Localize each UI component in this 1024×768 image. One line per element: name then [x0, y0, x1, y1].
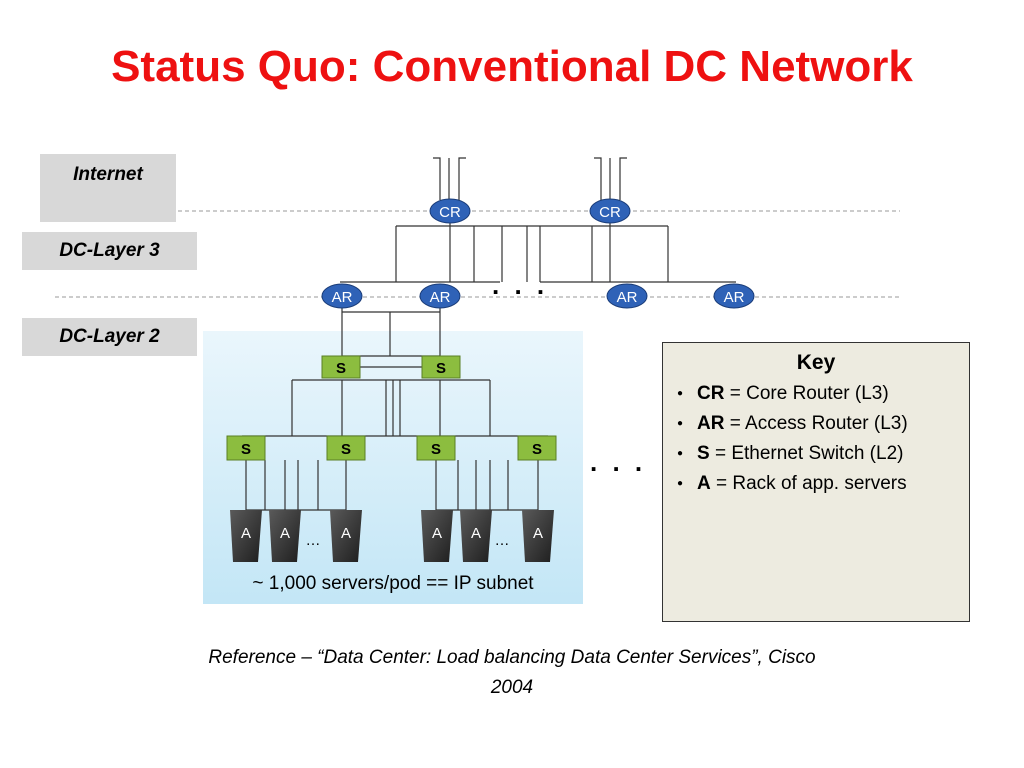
key-desc: = Core Router (L3)	[724, 383, 889, 405]
access-router-3: AR	[606, 283, 648, 309]
tor-switch-1: S	[226, 435, 266, 461]
key-item: ● AR = Access Router (L3)	[677, 409, 969, 439]
rack-ellipsis: …	[306, 532, 321, 549]
core-access-links	[340, 220, 736, 283]
agg-switch-1: S	[321, 355, 361, 379]
key-abbr: CR	[697, 383, 725, 405]
layer-label-internet: Internet	[40, 154, 176, 222]
core-router-2: CR	[589, 198, 631, 224]
access-router-2: AR	[419, 283, 461, 309]
rack-ellipsis: …	[495, 532, 510, 549]
server-rack: A	[460, 510, 492, 562]
switch-label: S	[431, 441, 441, 458]
bullet-icon: ●	[677, 418, 684, 430]
switch-label: S	[336, 360, 346, 377]
svg-text:A: A	[341, 525, 351, 542]
access-router-label: AR	[724, 289, 745, 306]
server-rack: A	[330, 510, 362, 562]
svg-text:A: A	[241, 525, 251, 542]
layer-label-dc-layer-2: DC-Layer 2	[22, 318, 197, 356]
page-title: Status Quo: Conventional DC Network	[111, 42, 913, 91]
key-abbr: AR	[697, 413, 725, 435]
pod-region	[203, 331, 583, 604]
svg-text:A: A	[533, 525, 543, 542]
server-rack: A	[421, 510, 453, 562]
server-rack: A	[230, 510, 262, 562]
internet-uplinks	[433, 157, 627, 200]
pod-caption: ~ 1,000 servers/pod == IP subnet	[252, 573, 534, 594]
server-rack: A	[269, 510, 301, 562]
switch-label: S	[241, 441, 251, 458]
tor-switch-4: S	[517, 435, 557, 461]
router-ellipsis: . . .	[492, 270, 549, 300]
reference-line-1: Reference – “Data Center: Load balancing…	[208, 647, 816, 668]
tor-rack-links	[245, 460, 539, 511]
server-rack: A	[522, 510, 554, 562]
access-router-label: AR	[332, 289, 353, 306]
pod-ellipsis: . . .	[590, 447, 647, 477]
key-abbr: A	[697, 473, 711, 495]
layer-label-dc-layer-3: DC-Layer 3	[22, 232, 197, 270]
access-router-1: AR	[321, 283, 363, 309]
bullet-icon: ●	[677, 478, 684, 490]
key-desc: = Access Router (L3)	[724, 413, 908, 435]
key-item: ● S = Ethernet Switch (L2)	[677, 439, 969, 469]
key-item: ● A = Rack of app. servers	[677, 469, 969, 499]
access-router-label: AR	[430, 289, 451, 306]
svg-text:A: A	[280, 525, 290, 542]
switch-label: S	[532, 441, 542, 458]
key-item: ● CR = Core Router (L3)	[677, 379, 969, 409]
key-title: Key	[796, 351, 836, 374]
key-desc: = Rack of app. servers	[710, 473, 907, 495]
core-router-label: CR	[599, 204, 621, 221]
tor-switch-2: S	[326, 435, 366, 461]
key-abbr: S	[697, 443, 710, 465]
key-desc: = Ethernet Switch (L2)	[709, 443, 904, 465]
key-legend: Key ● CR = Core Router (L3) ● AR = Access …	[662, 342, 970, 622]
svg-text:A: A	[432, 525, 442, 542]
reference-citation: Reference – “Data Center: Load balancing…	[110, 643, 914, 703]
svg-text:A: A	[471, 525, 481, 542]
agg-switch-2: S	[421, 355, 461, 379]
switch-label: S	[341, 441, 351, 458]
core-router-label: CR	[439, 204, 461, 221]
bullet-icon: ●	[677, 448, 684, 460]
access-router-label: AR	[617, 289, 638, 306]
agg-tor-links	[242, 379, 548, 437]
tor-switch-3: S	[416, 435, 456, 461]
switch-label: S	[436, 360, 446, 377]
access-router-4: AR	[713, 283, 755, 309]
reference-line-2: 2004	[490, 677, 534, 698]
bullet-icon: ●	[677, 388, 684, 399]
core-router-1: CR	[429, 198, 471, 224]
